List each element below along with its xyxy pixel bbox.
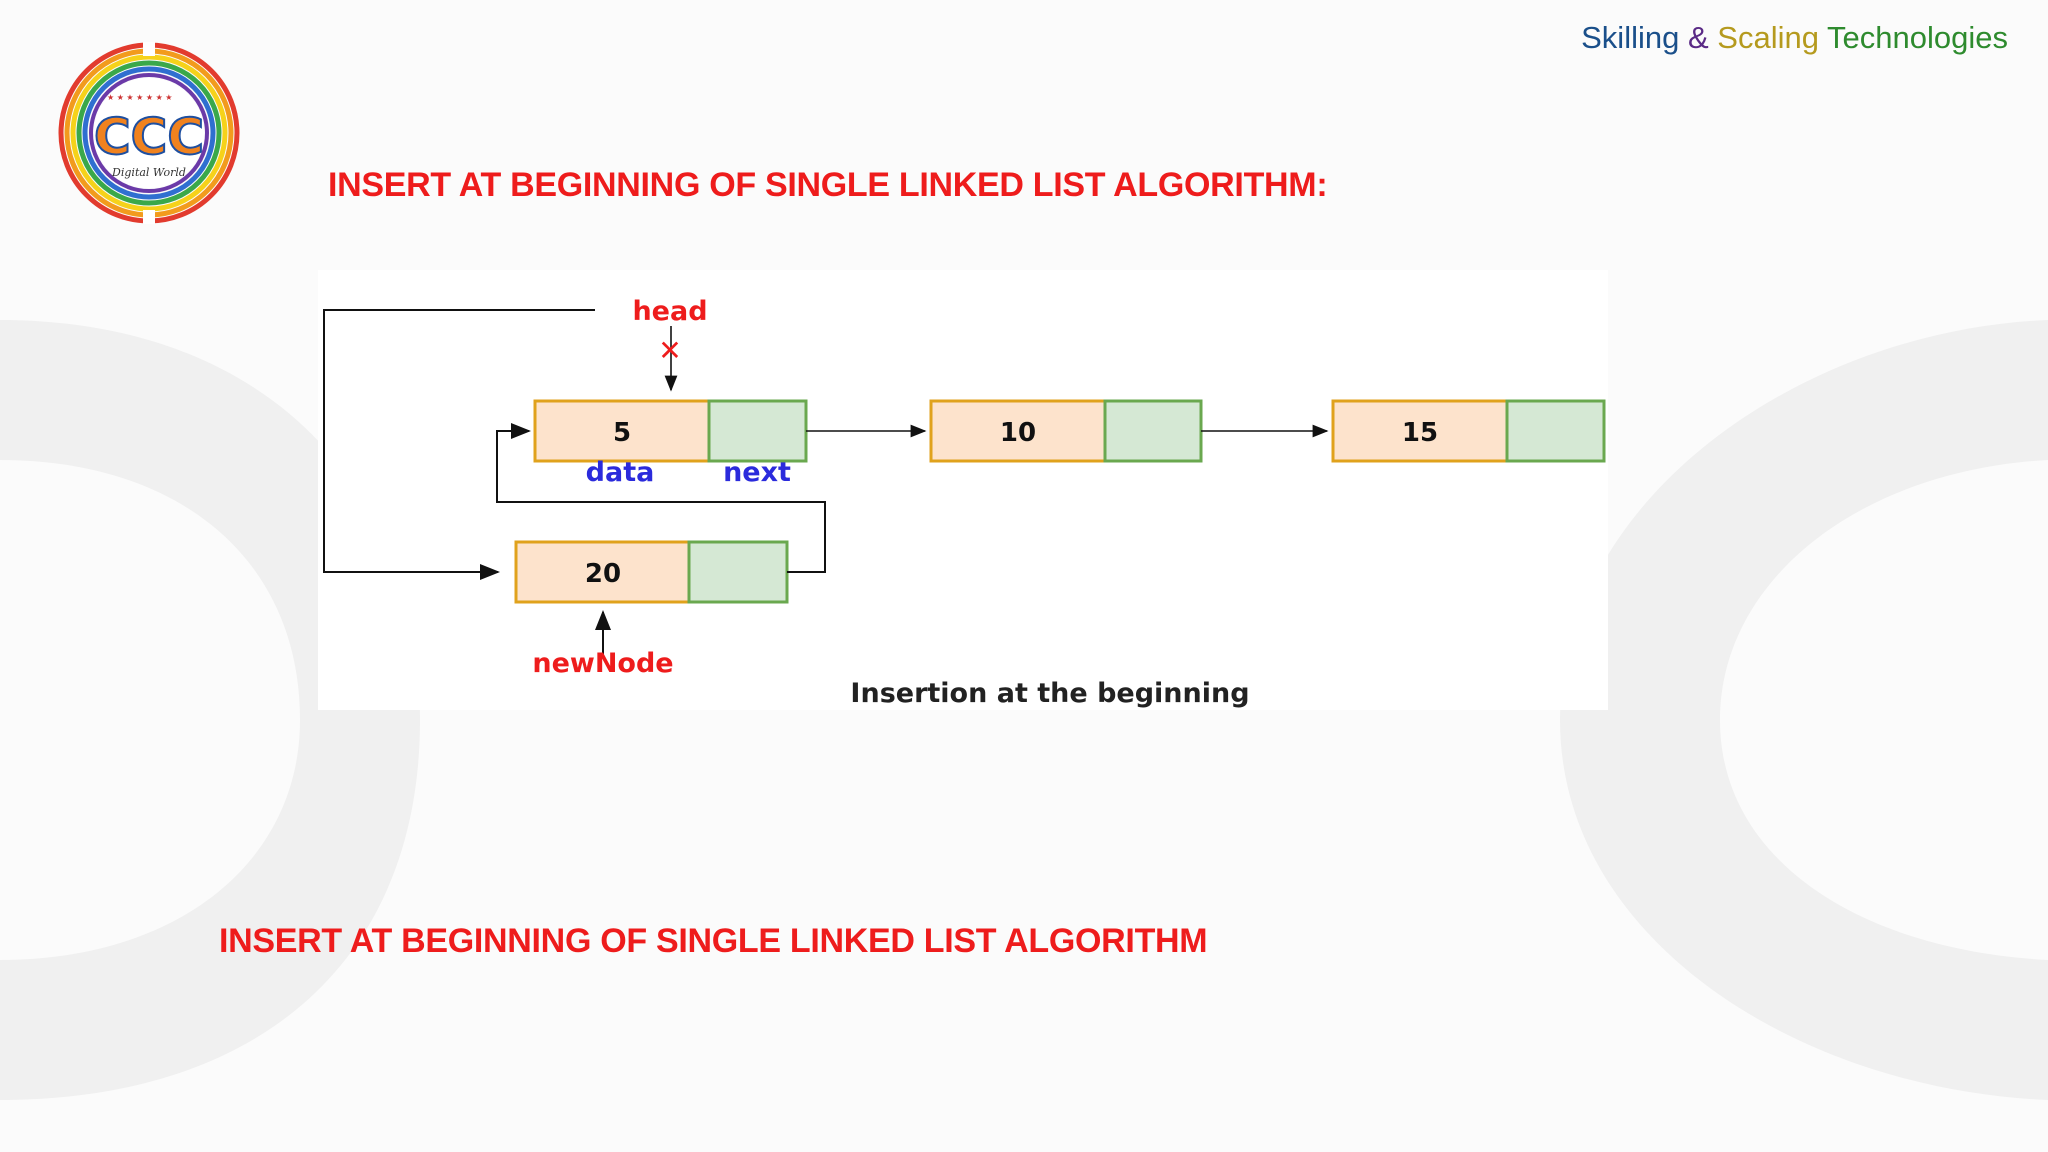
node-15-next-cell	[1505, 399, 1606, 463]
new-node-label: newNode	[532, 648, 673, 679]
new-node-data-cell	[514, 540, 691, 604]
logo-text: CCC	[94, 108, 204, 166]
diagram-caption: Insertion at the beginning	[850, 678, 1249, 709]
head-redirect-arrow	[323, 309, 595, 580]
new-node-next-cell	[687, 540, 789, 604]
node-value: 5	[613, 418, 631, 448]
data-field-label: data	[586, 457, 655, 488]
next-field-label: next	[723, 457, 791, 488]
logo-subtitle: Digital World	[111, 166, 186, 179]
page-title: INSERT AT BEGINNING OF SINGLE LINKED LIS…	[328, 166, 1328, 204]
node-value: 15	[1402, 418, 1438, 448]
brand-word-technologies: Technologies	[1827, 20, 2008, 55]
node-value: 20	[585, 559, 621, 589]
node-5-next-cell	[707, 399, 808, 463]
ccc-logo: ★ ★ ★ ★ ★ ★ ★ CCC Digital World	[58, 42, 240, 224]
removed-link-mark: ✕	[658, 334, 681, 367]
diagram-panel	[318, 270, 1608, 710]
node-15-data-cell	[1331, 399, 1509, 463]
brand-tagline: Skilling & Scaling Technologies	[1581, 20, 2008, 56]
head-label: head	[632, 296, 707, 327]
new-node-link-arrow	[496, 423, 826, 573]
node-5-data-cell	[533, 399, 711, 463]
brand-word-scaling: Scaling	[1717, 20, 1819, 55]
bottom-title: INSERT AT BEGINNING OF SINGLE LINKED LIS…	[219, 922, 1208, 960]
node-10-next-cell	[1103, 399, 1203, 463]
brand-ampersand: &	[1687, 20, 1709, 55]
svg-text:★ ★ ★ ★ ★ ★ ★: ★ ★ ★ ★ ★ ★ ★	[107, 93, 172, 102]
brand-word-skilling: Skilling	[1581, 20, 1680, 55]
node-value: 10	[1000, 418, 1036, 448]
